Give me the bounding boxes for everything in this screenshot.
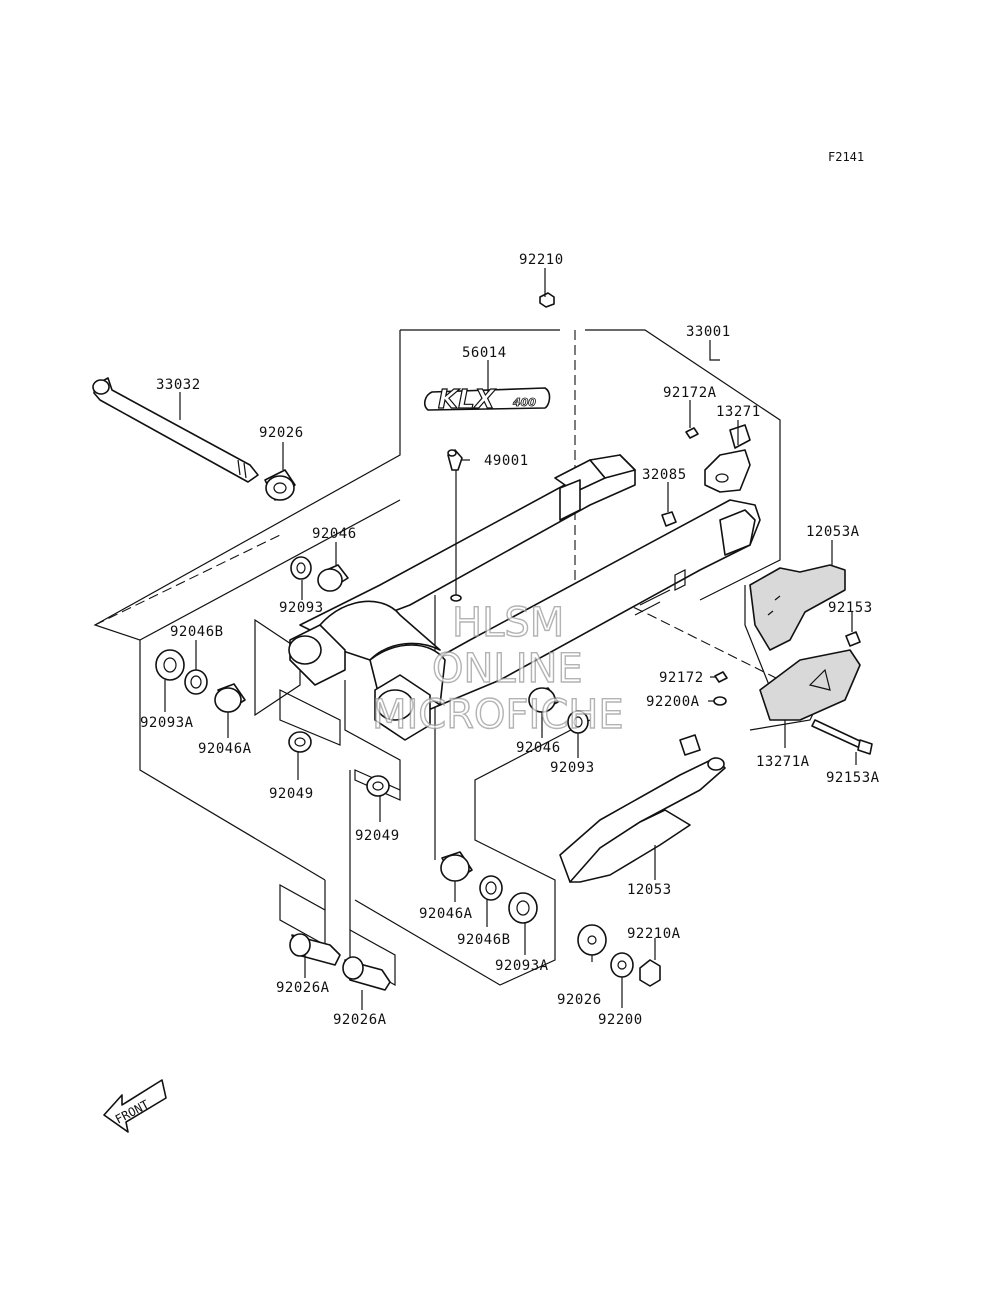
screw-92172 xyxy=(714,671,728,683)
watermark: HLSM ONLINE MICROFICHE xyxy=(371,599,624,738)
label-92093-upper: 92093 xyxy=(279,600,324,616)
label-92026-lower: 92026 xyxy=(557,992,602,1008)
decal-56014: KLX 400 xyxy=(423,384,551,416)
swingarm-body xyxy=(288,454,761,741)
watermark-line-2: ONLINE xyxy=(432,646,583,692)
leader-lines xyxy=(164,268,857,1010)
label-56014: 56014 xyxy=(462,345,507,361)
label-32085: 32085 xyxy=(642,467,687,483)
bearing-92046A-lower xyxy=(440,851,473,882)
axle-33032 xyxy=(92,377,259,483)
collar-92049-right xyxy=(366,775,390,797)
label-92210: 92210 xyxy=(519,252,564,268)
label-92046A-lower: 92046A xyxy=(419,906,473,922)
label-92200A: 92200A xyxy=(646,694,700,710)
collar-92026A-right xyxy=(342,956,391,991)
collar-92026-top xyxy=(264,469,296,501)
grease-nipple-49001 xyxy=(447,449,463,602)
label-92200: 92200 xyxy=(598,1012,643,1028)
washer-92026-lower xyxy=(577,924,607,956)
label-92049-left: 92049 xyxy=(269,786,314,802)
bearing-92046-right xyxy=(528,687,559,713)
decal-main-text: KLX xyxy=(438,385,497,415)
collar-92026A-left xyxy=(289,933,341,966)
watermark-line-3: MICROFICHE xyxy=(372,692,624,738)
seal-92093-upper xyxy=(290,556,312,580)
label-13271: 13271 xyxy=(716,404,761,420)
ring-92046B-left xyxy=(184,669,208,695)
washer-92200 xyxy=(610,952,634,978)
label-92153A: 92153A xyxy=(826,770,880,786)
ring-92046B-lower xyxy=(479,875,503,901)
front-arrow-icon: FRONT xyxy=(103,1079,167,1133)
label-92093A-lower: 92093A xyxy=(495,958,549,974)
label-92026A-right: 92026A xyxy=(333,1012,387,1028)
label-92046B-left: 92046B xyxy=(170,624,224,640)
label-49001: 49001 xyxy=(484,453,529,469)
collar-92049-left xyxy=(288,731,312,753)
bearing-92046-upper xyxy=(317,564,349,592)
label-92026-top: 92026 xyxy=(259,425,304,441)
seal-92093A-lower xyxy=(508,892,538,924)
figure-code: F2141 xyxy=(828,150,864,164)
label-92172A: 92172A xyxy=(663,385,717,401)
label-92172: 92172 xyxy=(659,670,704,686)
chain-slider-12053 xyxy=(559,734,726,883)
label-92046-right: 92046 xyxy=(516,740,561,756)
nut-92210 xyxy=(539,292,555,308)
label-92210A: 92210A xyxy=(627,926,681,942)
label-92046B-lower: 92046B xyxy=(457,932,511,948)
label-92026A-left: 92026A xyxy=(276,980,330,996)
label-92093A-left: 92093A xyxy=(140,715,194,731)
label-92049-right: 92049 xyxy=(355,828,400,844)
label-33001: 33001 xyxy=(686,324,731,340)
bolt-92153 xyxy=(845,631,861,647)
bracket-13271 xyxy=(704,424,751,493)
label-12053: 12053 xyxy=(627,882,672,898)
part-labels: 92210 33001 56014 33032 92026 49001 9217… xyxy=(140,252,880,1028)
nut-92210A xyxy=(639,959,661,987)
watermark-line-1: HLSM xyxy=(452,600,564,646)
screw-92172A xyxy=(685,427,699,439)
label-92046-upper: 92046 xyxy=(312,526,357,542)
guard-13271A xyxy=(759,649,861,721)
label-92093-right: 92093 xyxy=(550,760,595,776)
label-92153: 92153 xyxy=(828,600,873,616)
washer-92200A xyxy=(713,696,727,706)
seal-92093A-left xyxy=(155,649,185,681)
label-13271A: 13271A xyxy=(756,754,810,770)
bearing-92046A-left xyxy=(214,683,246,713)
label-12053A: 12053A xyxy=(806,524,860,540)
bolt-32085 xyxy=(661,511,677,527)
chain-guide-12053A xyxy=(749,564,846,651)
decal-sub-text: 400 xyxy=(512,396,536,409)
label-33032: 33032 xyxy=(156,377,201,393)
bolt-92153A xyxy=(811,719,873,755)
label-92046A-left: 92046A xyxy=(198,741,252,757)
